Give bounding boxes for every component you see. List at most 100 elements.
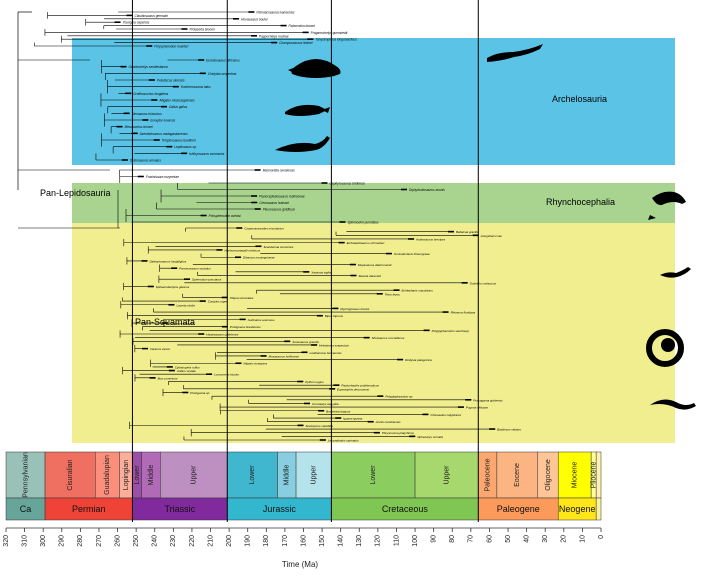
taxon-label: Pogona vitticeps [466,406,489,410]
taxon-label: Parmeosaurus scutatus [179,267,211,271]
taxon-label: Polysphenodon muelleri [154,45,188,49]
taxon-label: Sphenodon punctatus [192,278,222,282]
taxon-label: Alligator mississippiensis [158,99,195,103]
period-label: Paleogene [497,504,540,514]
period-label: Neogene [559,504,596,514]
time-axis-title: Time (Ma) [282,560,318,569]
taxon-label: Clevosaurus hudsoni [259,201,289,205]
time-tick-label: 210 [207,535,214,547]
taxon-silhouettes [275,44,696,410]
taxon-label: Dinilysia patagonica [405,358,432,362]
epoch-cell [227,451,278,499]
period-label: Triassic [165,504,196,514]
snake-icon [646,329,684,367]
taxon-label: Azendohsaurus madagaskarensis [139,132,188,136]
taxon-label: Planocephalosaurus robinsonae [259,195,305,199]
taxon-label: Lacerta viridis [176,303,195,307]
marine-reptile-icon [275,136,330,152]
taxon-label: Slavoia darevskii [358,274,381,278]
taxon-label: Priosphenodon avelasi [209,214,242,218]
taxon-label: Ornithosuchus longidens [133,92,168,96]
taxon-label: Iguana iguana [343,417,362,421]
taxon-label: Odontochelys semitestacea [128,65,167,69]
taxon-label: Pachyrhachis problematicus [341,384,379,388]
taxon-label: Proganochelys quenstedti [311,31,348,35]
taxon-label: Lepidosaurs sp. [174,145,197,149]
taxon-label: Marmoretta oxoniensis [263,169,296,173]
taxon-label: Xenosaurus grandis [291,340,319,344]
taxon-label: Sinosaurus triassicus [132,112,163,116]
time-tick-label: 170 [282,535,289,547]
period-label: Ca [20,504,32,514]
epoch-cell [331,451,416,499]
taxon-label: Ptychoglossus bicolor [340,307,370,311]
taxon-label: Phrynosoma platyrhinos [382,431,415,435]
epoch-label: Lopingian [123,460,130,490]
time-tick-label: 240 [152,535,159,547]
time-tick-label: 150 [319,535,326,547]
period-label: Permian [72,504,106,514]
taxon-label: Palacrodon browni [289,24,316,28]
taxon-label: Lanthanotus borneensis [310,351,343,355]
pan-squamata-box [72,223,675,443]
epoch-cell [595,451,602,499]
time-tick-label: 270 [96,535,103,547]
taxon-label: Trilophosaurus buettneri [162,139,196,143]
epoch-label: Lower [370,465,377,485]
taxon-label: Bellairsia gracilis [456,230,479,234]
epoch-label: Cisuralian [67,459,74,490]
time-tick-label: 290 [59,535,66,547]
epoch-label: Upper [311,465,318,485]
taxon-label: Anolis carolinensis [375,420,401,424]
turtle-icon [288,59,341,78]
time-tick-label: 260 [114,535,121,547]
epoch-label: Eocene [514,463,521,487]
taxon-label: Champsosaurus lindoei [279,41,313,45]
skink-icon [650,399,696,410]
taxon-label: Anilius scytale [176,369,196,373]
taxon-label: Eupodophis descouensi [337,387,369,391]
epoch-label: Miocene [572,462,579,489]
taxon-label: Leiocephalus carinatus [328,439,359,443]
epoch-label: Lower [134,465,141,485]
epoch-label: Pennsylvanian [22,452,29,498]
time-tick-label: 310 [21,535,28,547]
taxon-label: Meyasaurus diazromerali [358,263,392,267]
time-tick-label: 80 [449,535,456,543]
time-tick-label: 250 [133,535,140,547]
time-tick-label: 10 [579,535,586,543]
period-cell [595,497,602,521]
taxon-label: Diphydontosaurus avonis [409,188,445,192]
taxon-label: Dibamus novaeguineae [243,256,275,260]
time-tick-label: 140 [338,535,345,547]
taxon-label: Cylindrophis ruffus [175,365,200,369]
epoch-label: Middle [284,465,291,486]
archelosauria-label: Archelosauria [552,94,607,104]
time-tick-label: 100 [412,535,419,547]
time-tick-label: 160 [300,535,307,547]
boundary-lines [131,0,479,522]
epoch-cell [160,451,228,499]
epoch-label: Upper [444,465,451,485]
taxon-label: Pristiguana brasiliensis [230,325,261,329]
archelosauria-box [72,38,675,165]
snake-head-icon [661,338,675,352]
taxon-label: Cryptovaranoides microlanius [244,227,284,231]
taxon-label: Pappochelys rosinae [259,34,289,38]
time-tick-label: 30 [542,535,549,543]
time-tick-label: 110 [393,535,400,546]
period-label: Cretaceous [382,504,429,514]
time-tick-label: 40 [523,535,530,543]
taxon-label: Najash rionegrina [243,362,267,366]
time-tick-label: 20 [561,535,568,543]
taxon-label: Mesosuchus browni [125,125,153,129]
epoch-label: Lower [249,465,256,485]
taxon-label: Gephyrosaurus bridensis [329,182,365,186]
taxon-label: Varanus varius [150,347,170,351]
epoch-cell [95,451,120,499]
time-tick-label: 60 [486,535,493,543]
pan-squamata-label: Pan-Squamata [135,317,195,327]
taxon-label: Hovasaurus boulei [241,17,268,21]
